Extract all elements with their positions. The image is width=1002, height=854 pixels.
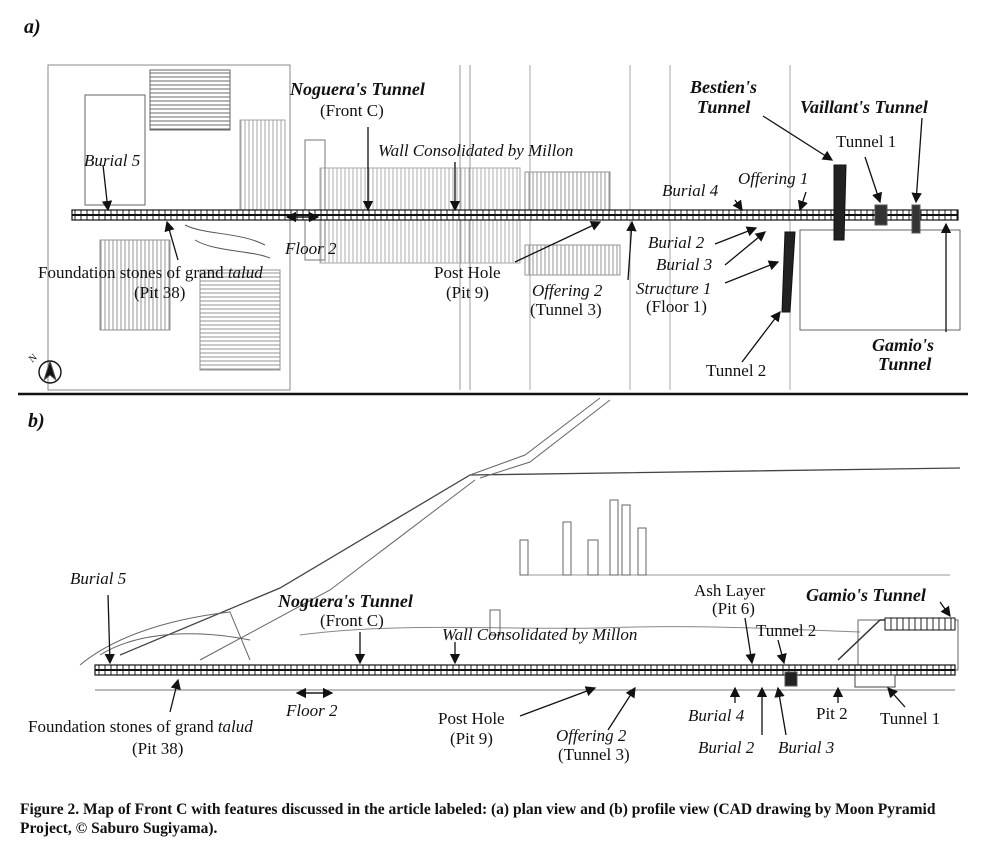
label-a-offering1: Offering 1 (738, 169, 809, 188)
label-a-tunnel3: (Tunnel 3) (530, 300, 602, 319)
label-b-floor2: Floor 2 (286, 701, 338, 720)
label-a-structure1: Structure 1 (636, 279, 712, 298)
label-b-pit2: Pit 2 (816, 704, 848, 723)
panel-a-tag: a) (24, 16, 41, 38)
label-a-noguera-sub: (Front C) (320, 101, 384, 120)
label-b-burial4: Burial 4 (688, 706, 745, 725)
panel-b-tag: b) (28, 410, 45, 432)
label-b-burial2: Burial 2 (698, 738, 755, 757)
label-b-noguera-sub: (Front C) (320, 611, 384, 630)
profile-view (79, 397, 961, 691)
label-a-pit9: (Pit 9) (446, 283, 489, 302)
label-a-bestien-2: Tunnel (697, 97, 751, 117)
label-a-posthole: Post Hole (434, 263, 501, 282)
label-a-bestien-1: Bestien's (690, 77, 758, 97)
label-a-offering2: Offering 2 (532, 281, 603, 300)
label-a-burial4: Burial 4 (662, 181, 719, 200)
label-b-pit9: (Pit 9) (450, 729, 493, 748)
label-b-offering2: Offering 2 (556, 726, 627, 745)
label-b-burial5: Burial 5 (70, 569, 127, 588)
label-b-noguera-title: Noguera's Tunnel (278, 591, 413, 611)
label-a-burial2: Burial 2 (648, 233, 705, 252)
figure-caption: Figure 2. Map of Front C with features d… (20, 801, 936, 837)
label-a-burial5: Burial 5 (84, 151, 141, 170)
label-b-gamio: Gamio's Tunnel (806, 585, 926, 605)
label-b-pit38: (Pit 38) (132, 739, 184, 758)
label-a-burial3: Burial 3 (656, 255, 713, 274)
label-a-wall: Wall Consolidated by Millon (378, 141, 574, 160)
label-a-tunnel2: Tunnel 2 (706, 361, 767, 380)
label-a-gamio-1: Gamio's (872, 335, 935, 355)
label-b-burial3: Burial 3 (778, 738, 835, 757)
label-a-floor1: (Floor 1) (646, 297, 707, 316)
label-b-ash2: (Pit 6) (712, 599, 755, 618)
label-b-foundation: Foundation stones of grand talud (28, 717, 253, 736)
label-b-wall: Wall Consolidated by Millon (442, 625, 638, 644)
label-b-tunnel1: Tunnel 1 (880, 709, 941, 728)
plan-view (38, 64, 961, 391)
label-b-ash1: Ash Layer (694, 581, 766, 600)
label-b-tunnel2: Tunnel 2 (756, 621, 817, 640)
leader-lines (101, 115, 952, 736)
label-a-gamio-2: Tunnel (878, 354, 932, 374)
label-a-tunnel1: Tunnel 1 (836, 132, 897, 151)
label-a-noguera-title: Noguera's Tunnel (290, 79, 425, 99)
label-b-posthole: Post Hole (438, 709, 505, 728)
label-b-tunnel3: (Tunnel 3) (558, 745, 630, 764)
label-a-vaillant: Vaillant's Tunnel (800, 97, 928, 117)
label-a-floor2: Floor 2 (285, 239, 337, 258)
label-a-pit38: (Pit 38) (134, 283, 186, 302)
label-a-foundation: Foundation stones of grand talud (38, 263, 263, 282)
